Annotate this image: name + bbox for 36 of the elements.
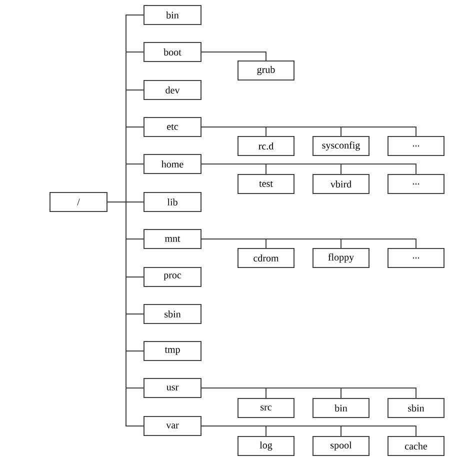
folder-box: vbird	[312, 174, 370, 194]
folder-box: rc.d	[238, 136, 294, 156]
folder-box: usr	[144, 378, 202, 398]
folder-box: log	[238, 436, 294, 456]
folder-box: spool	[312, 436, 370, 456]
folder-box: var	[144, 416, 202, 436]
folder-box: /	[50, 192, 108, 212]
connector-line	[201, 388, 416, 398]
connector-line	[201, 238, 416, 248]
folder-box: lib	[144, 192, 202, 212]
connector-line	[201, 426, 416, 436]
connector-line	[201, 126, 416, 136]
folder-box: dev	[144, 80, 202, 100]
folder-box: src	[238, 398, 294, 418]
folder-box: home	[144, 154, 202, 174]
folder-box: test	[238, 174, 294, 194]
folder-box: bin	[312, 398, 370, 418]
connector-line	[107, 202, 144, 426]
folder-box: boot	[144, 42, 202, 62]
connector-line	[201, 52, 266, 61]
folder-box: ...	[388, 136, 444, 156]
folder-box: tmp	[144, 341, 202, 361]
folder-box: cache	[388, 436, 444, 456]
folder-box: grub	[238, 60, 294, 80]
folder-box: proc	[144, 267, 202, 287]
folder-box: etc	[144, 117, 202, 137]
folder-box: sysconfig	[312, 136, 370, 156]
folder-box: ...	[388, 248, 444, 268]
connector-line	[201, 164, 416, 174]
folder-box: bin	[144, 5, 202, 25]
folder-box: cdrom	[238, 248, 294, 268]
folder-box: mnt	[144, 229, 202, 249]
folder-box: sbin	[144, 304, 202, 324]
folder-box: sbin	[388, 398, 444, 418]
folder-box: floppy	[312, 248, 370, 268]
folder-box: ...	[388, 174, 444, 194]
